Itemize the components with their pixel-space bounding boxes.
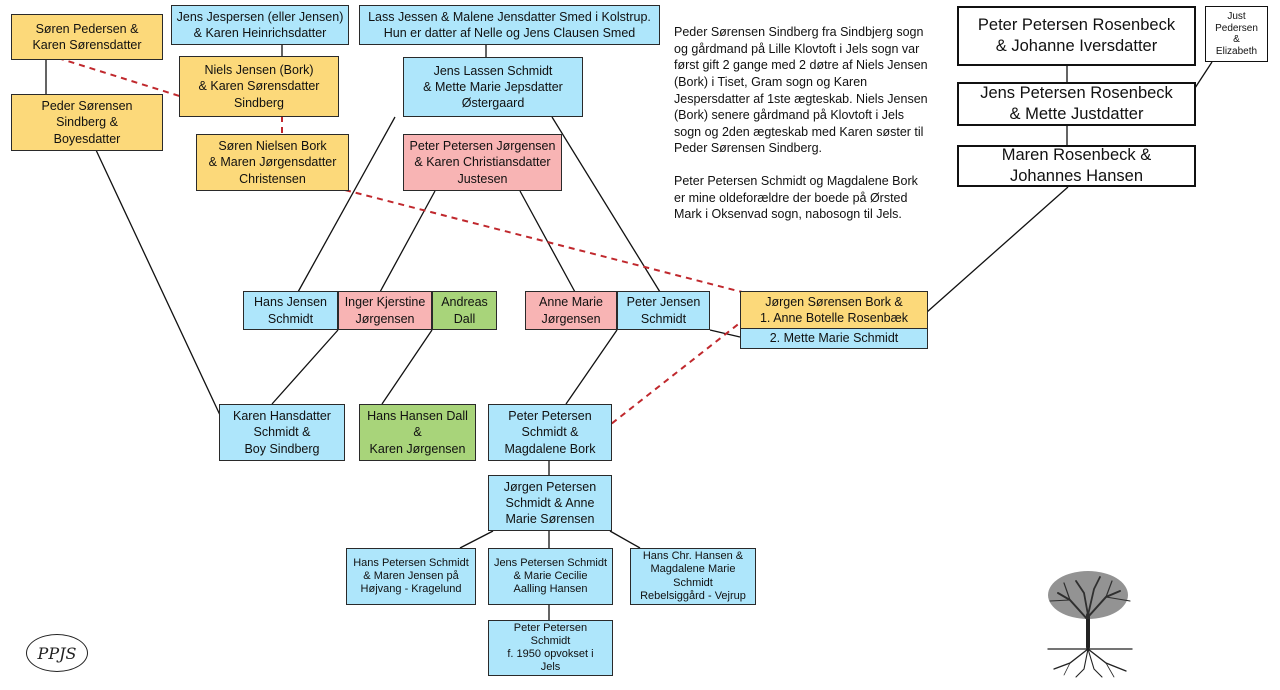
box-rosenbeck-3: Maren Rosenbeck & Johannes Hansen — [957, 145, 1196, 187]
connector-line — [609, 530, 641, 549]
box-peter-petersen-bork: Peter Petersen Schmidt & Magdalene Bork — [488, 404, 612, 461]
box-jens-jespersen: Jens Jespersen (eller Jensen) & Karen He… — [171, 5, 349, 45]
note-oldeforaeldre: Peter Petersen Schmidt og Magdalene Bork… — [674, 174, 918, 222]
box-niels-jensen: Niels Jensen (Bork) & Karen Sørensdatter… — [179, 56, 339, 117]
box-andreas: Andreas Dall — [432, 291, 497, 330]
box-jens-lassen: Jens Lassen Schmidt & Mette Marie Jepsda… — [403, 57, 583, 117]
connector-line — [381, 329, 433, 405]
connector-line — [917, 186, 1069, 321]
box-jorgen-bork: Jørgen Sørensen Bork & 1. Anne Botelle R… — [740, 291, 928, 329]
box-soren-pedersen: Søren Pedersen & Karen Sørensdatter — [11, 14, 163, 60]
connector-line — [297, 116, 396, 293]
connector-line — [271, 329, 339, 405]
box-jens-petersen: Jens Petersen Schmidt & Marie Cecilie Aa… — [488, 548, 613, 605]
connector-line — [459, 530, 494, 549]
connector-line — [551, 116, 661, 293]
box-peter-jensen: Peter Jensen Schmidt — [617, 291, 710, 330]
box-rosenbeck-2: Jens Petersen Rosenbeck & Mette Justdatt… — [957, 82, 1196, 126]
box-peter-1950: Peter Petersen Schmidt f. 1950 opvokset … — [488, 620, 613, 676]
box-jorgen-petersen: Jørgen Petersen Schmidt & Anne Marie Sør… — [488, 475, 612, 531]
box-soren-nielsen: Søren Nielsen Bork & Maren Jørgensdatter… — [196, 134, 349, 191]
dashed-relation-line — [344, 189, 743, 293]
connector-line — [565, 329, 618, 405]
box-hans-jensen: Hans Jensen Schmidt — [243, 291, 338, 330]
box-just: Just Pedersen & Elizabeth — [1205, 6, 1268, 62]
tree-with-roots-icon — [1047, 571, 1133, 678]
box-lass-jessen: Lass Jessen & Malene Jensdatter Smed i K… — [359, 5, 660, 45]
box-mette-marie: 2. Mette Marie Schmidt — [740, 328, 928, 349]
box-inger: Inger Kjerstine Jørgensen — [338, 291, 432, 330]
logo-text: PPJS — [37, 643, 77, 663]
connector-line — [379, 190, 436, 293]
dashed-relation-line — [605, 310, 756, 429]
box-hans-hansen-dall: Hans Hansen Dall & Karen Jørgensen — [359, 404, 476, 461]
box-hans-chr: Hans Chr. Hansen & Magdalene Marie Schmi… — [630, 548, 756, 605]
connector-line — [519, 190, 576, 293]
ppjs-monogram-icon: PPJS — [26, 634, 88, 672]
box-rosenbeck-1: Peter Petersen Rosenbeck & Johanne Ivers… — [957, 6, 1196, 66]
dashed-relation-line — [57, 57, 206, 105]
connector-line — [95, 149, 235, 446]
box-peter-jorgensen: Peter Petersen Jørgensen & Karen Christi… — [403, 134, 562, 191]
box-peder-sorensen: Peder Sørensen Sindberg & Boyesdatter — [11, 94, 163, 151]
box-karen-hansdatter: Karen Hansdatter Schmidt & Boy Sindberg — [219, 404, 345, 461]
box-anne-marie: Anne Marie Jørgensen — [525, 291, 617, 330]
note-sindberg: Peder Sørensen Sindberg fra Sindbjerg so… — [674, 25, 928, 156]
box-hans-petersen: Hans Petersen Schmidt & Maren Jensen på … — [346, 548, 476, 605]
